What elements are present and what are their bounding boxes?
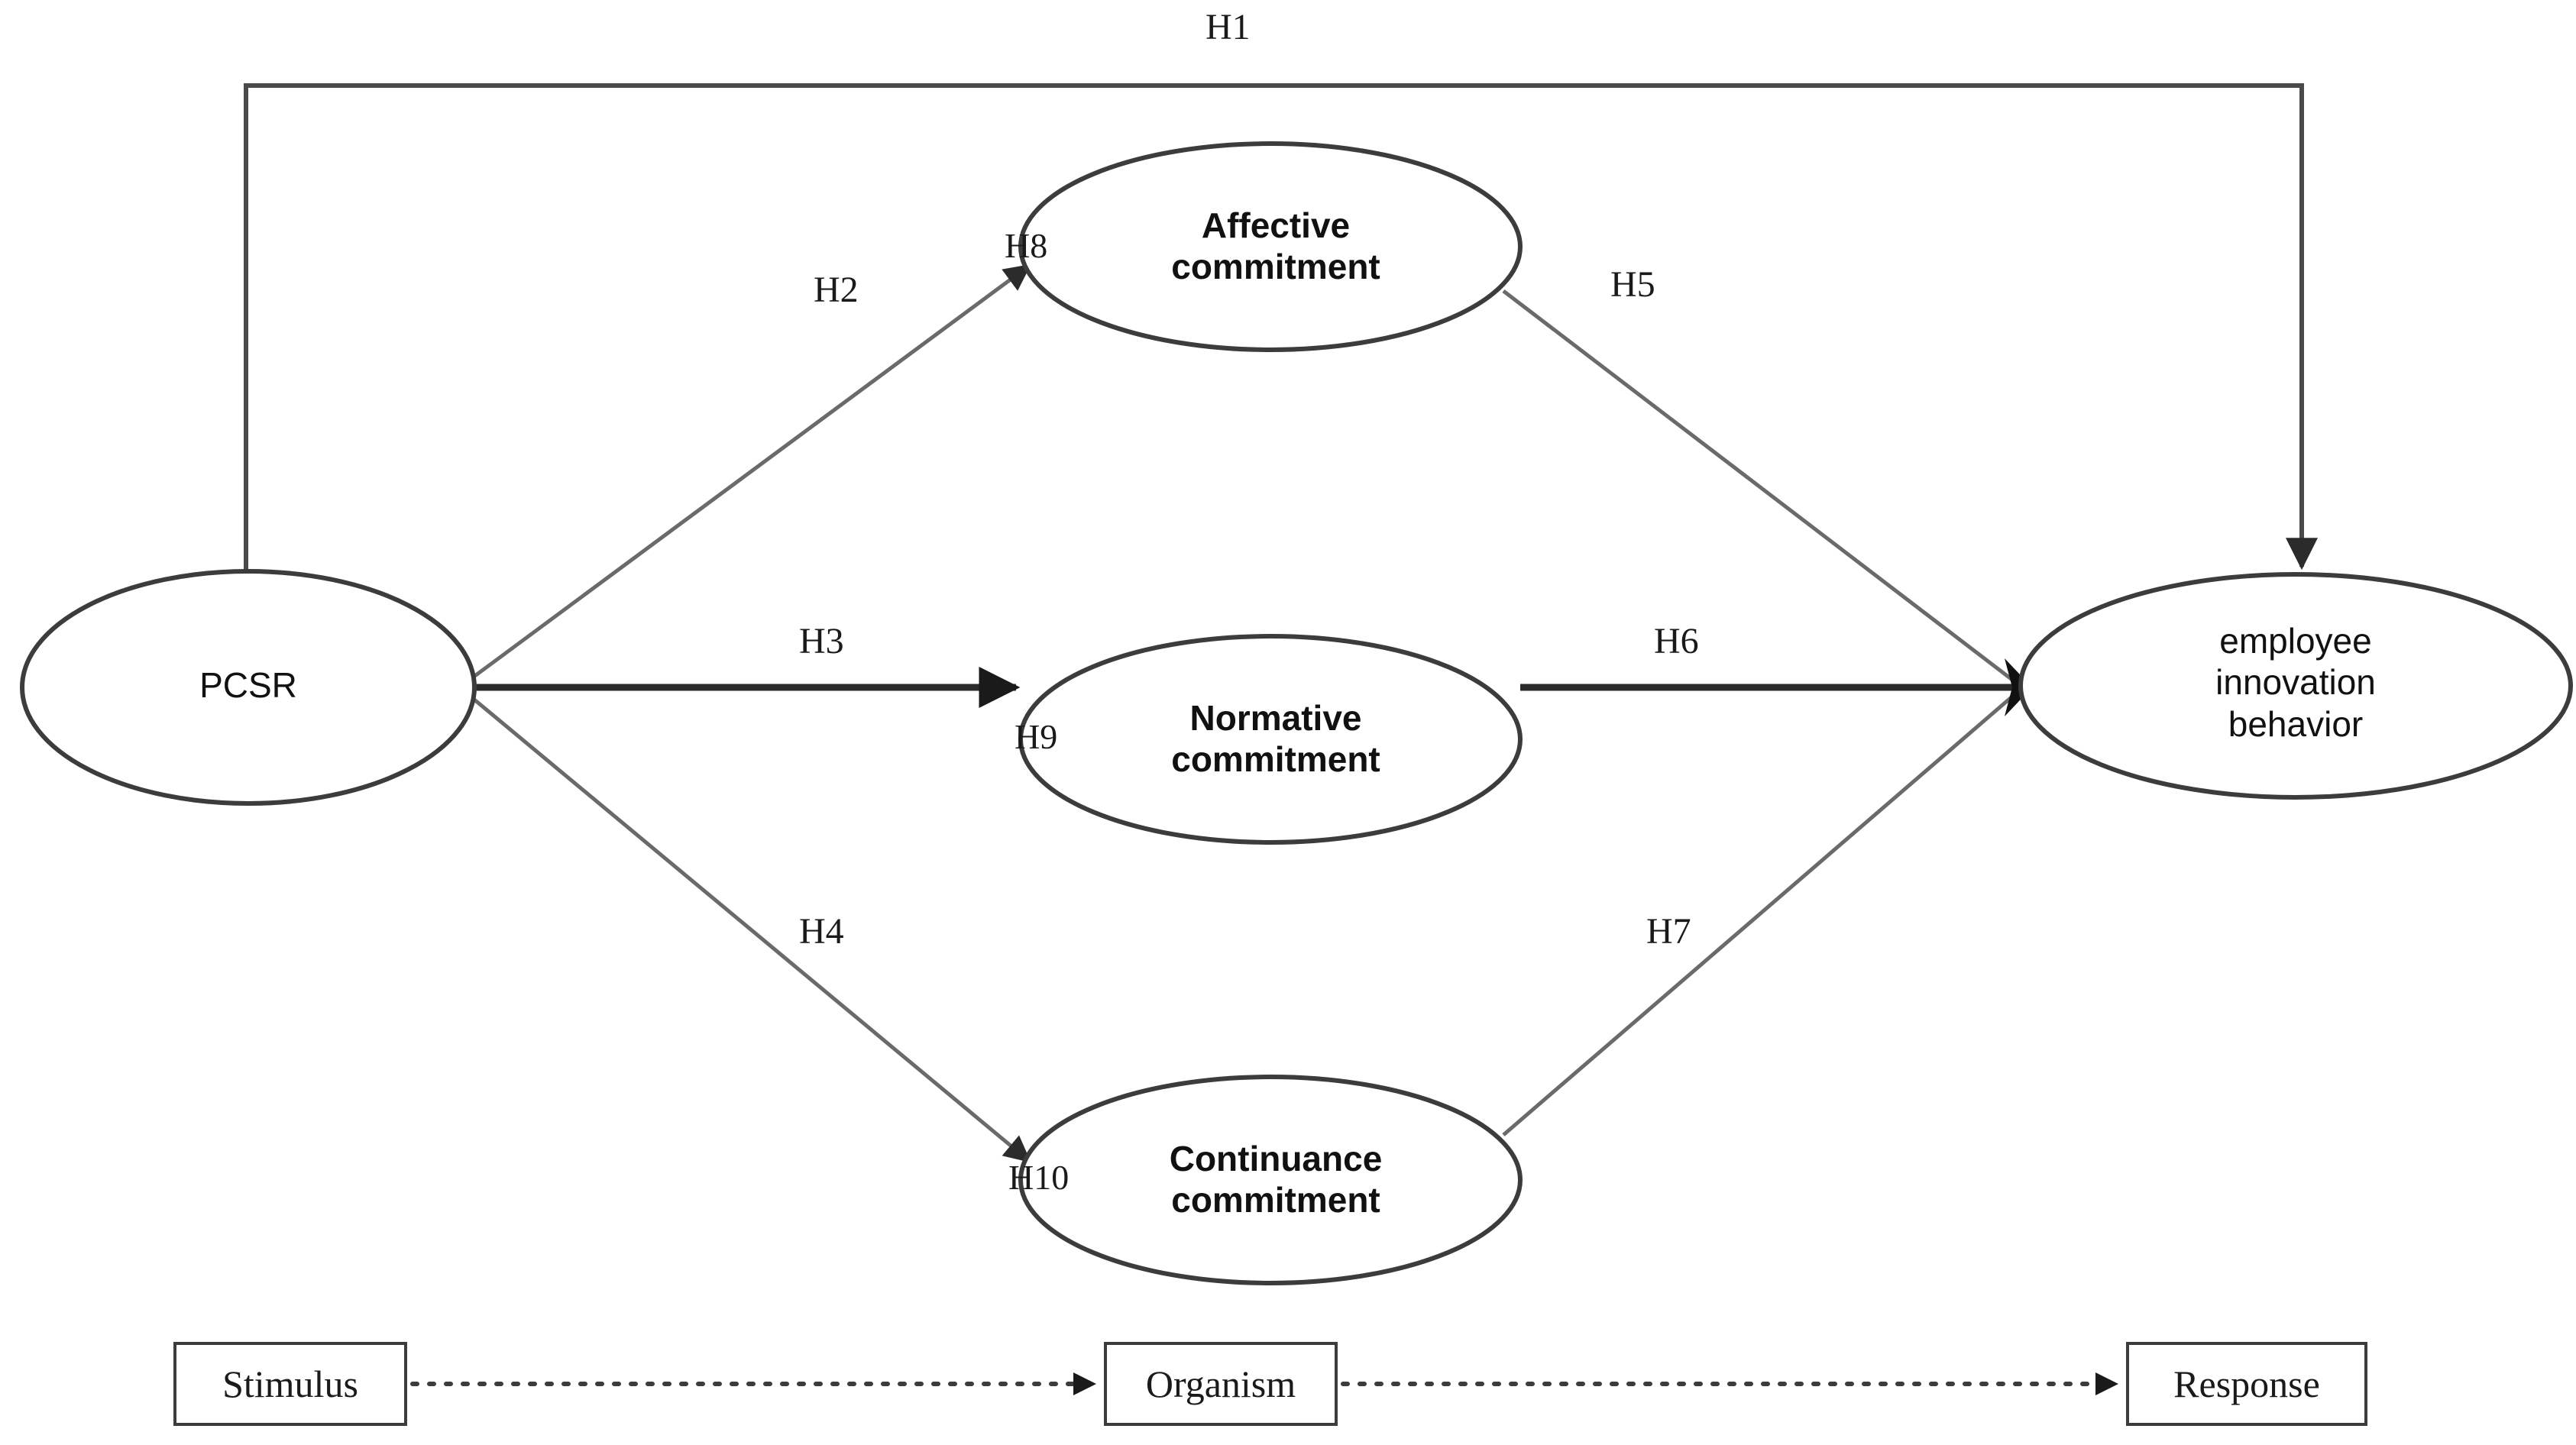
node-ellipse-continuance[interactable]: [1018, 1075, 1523, 1285]
sor-label-organism: Organism: [1145, 1363, 1296, 1405]
edge-h7-line: [1502, 695, 2014, 1136]
node-label-h9: H9: [1015, 717, 1058, 756]
node-ellipse-eib[interactable]: [2018, 572, 2573, 800]
node-ellipse-pcsr[interactable]: [20, 569, 477, 806]
edge-label-h6: H6: [1654, 621, 1699, 661]
edge-label-h2: H2: [814, 270, 859, 310]
sor-label-stimulus: Stimulus: [222, 1363, 358, 1405]
edge-label-h7: H7: [1646, 911, 1691, 952]
edge-label-h5: H5: [1610, 264, 1655, 305]
node-ellipse-normative[interactable]: [1018, 634, 1523, 845]
edge-h5-line: [1502, 289, 2014, 681]
edge-convergence-arrowhead: [2005, 658, 2032, 716]
node-label-h10: H10: [1008, 1158, 1070, 1197]
node-label-h8: H8: [1005, 226, 1048, 265]
sor-box-stimulus[interactable]: Stimulus: [173, 1342, 407, 1426]
edge-h4-line: [460, 687, 1031, 1163]
edge-label-h4: H4: [799, 911, 844, 952]
sor-box-organism[interactable]: Organism: [1104, 1342, 1338, 1426]
sor-box-response[interactable]: Response: [2126, 1342, 2367, 1426]
edge-label-h3: H3: [799, 621, 844, 661]
edge-label-h1: H1: [1205, 7, 1251, 47]
edge-h2-line: [460, 263, 1031, 688]
node-ellipse-affective[interactable]: [1018, 141, 1523, 352]
edge-h1-path: [244, 83, 2318, 578]
sor-label-response: Response: [2173, 1363, 2320, 1405]
